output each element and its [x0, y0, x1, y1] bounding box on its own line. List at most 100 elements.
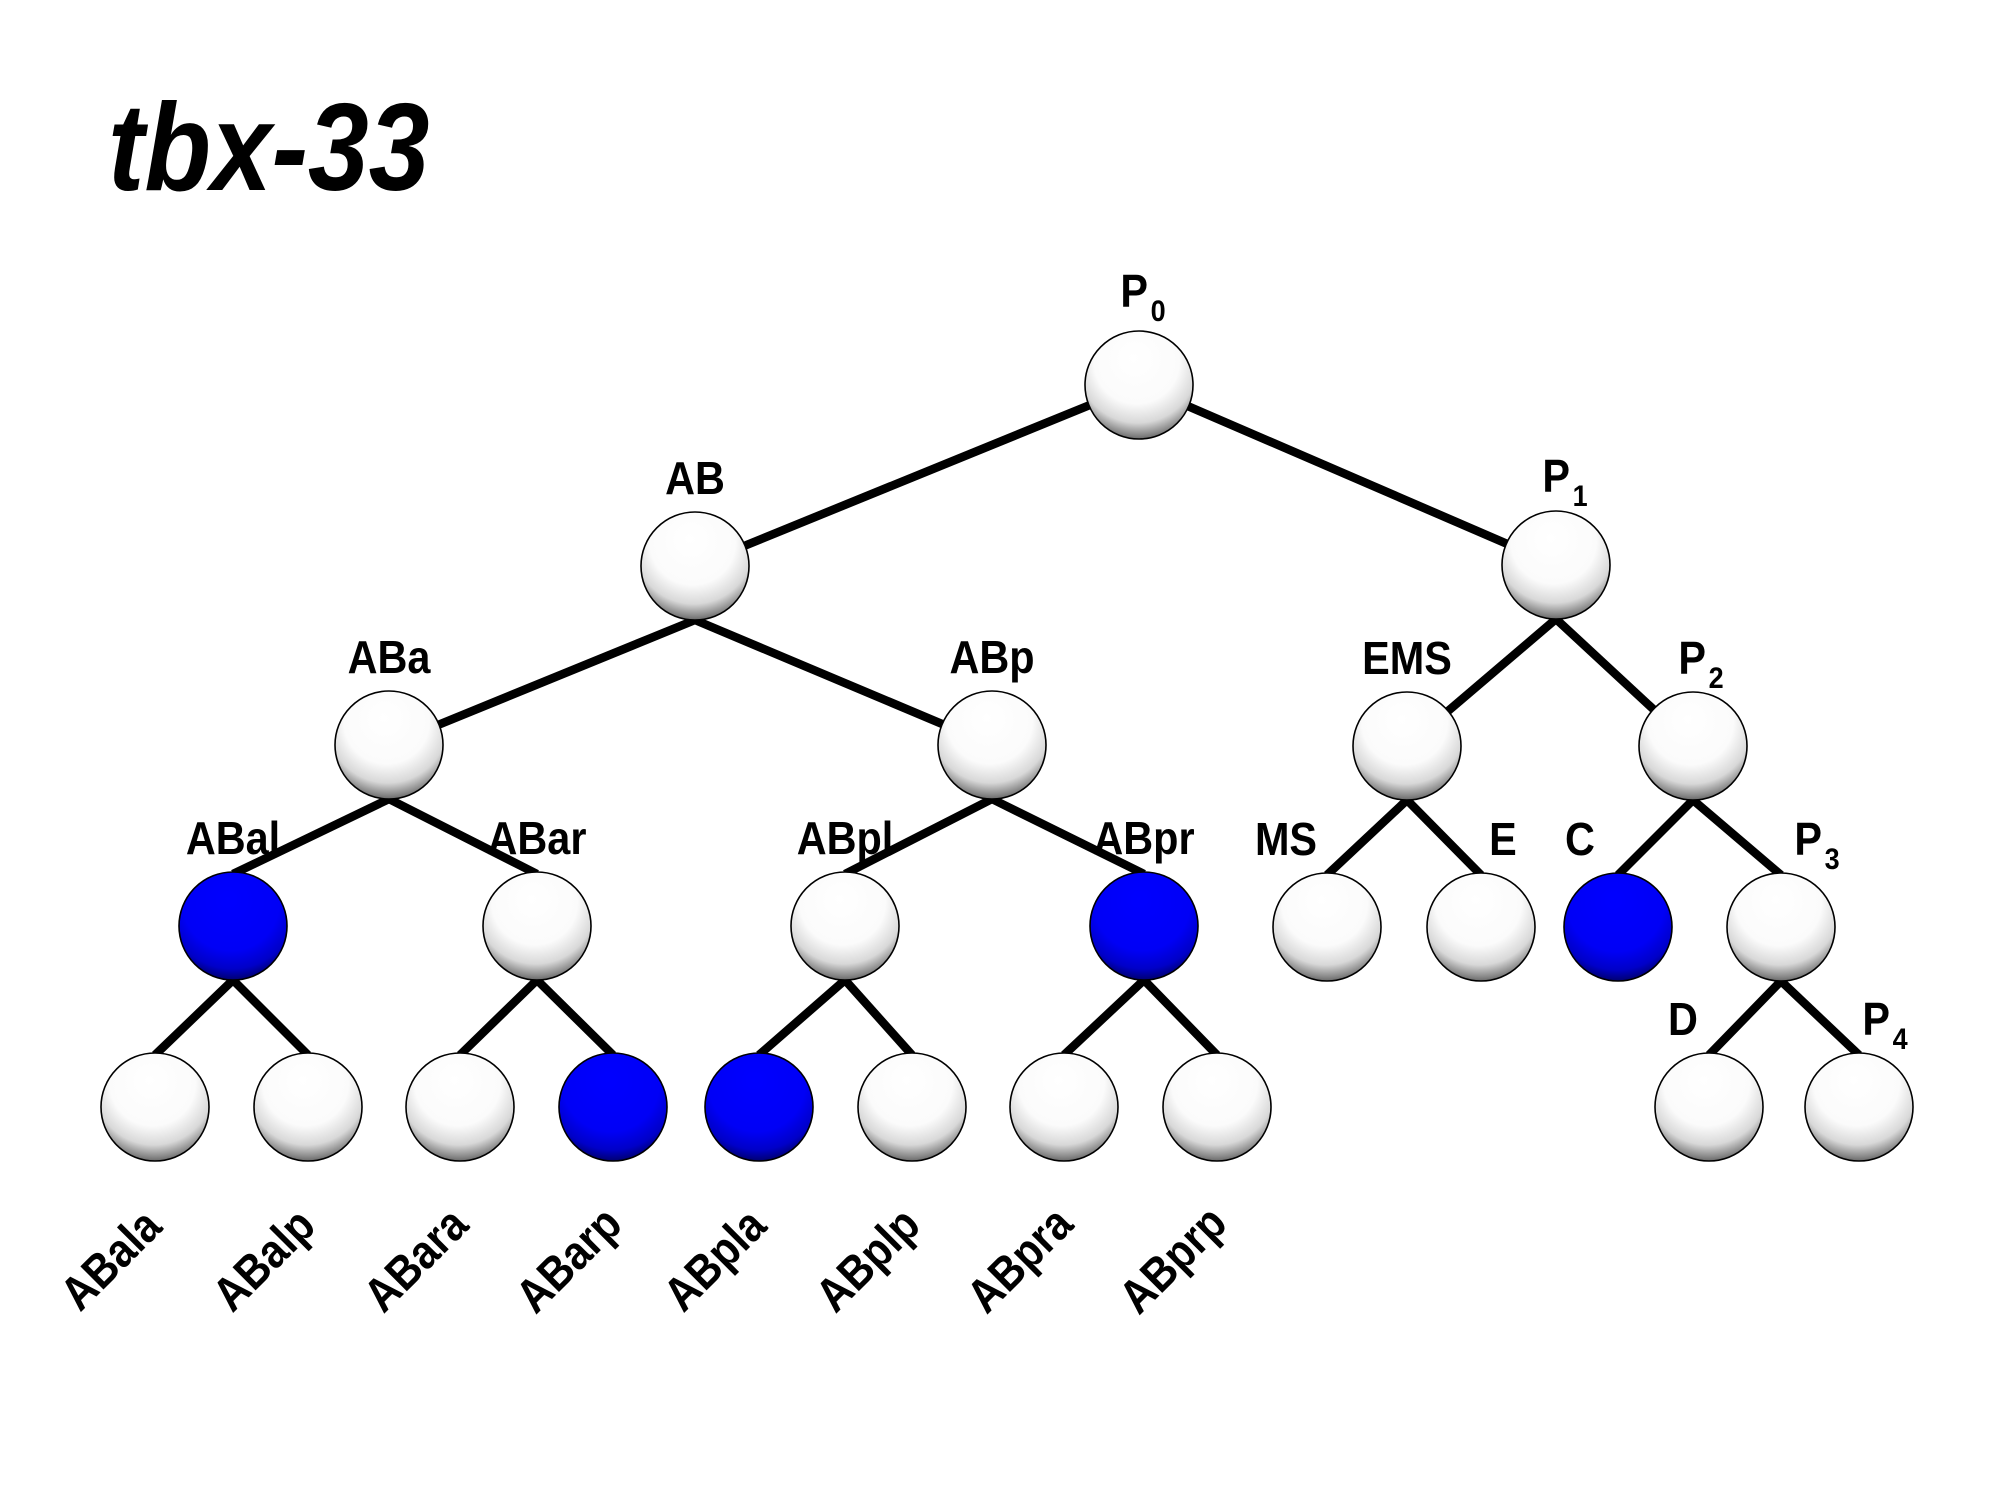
edge-ABpl-ABplp [841, 977, 916, 1058]
node-label-ABalp: ABalp [202, 1198, 325, 1321]
nodes [100, 330, 1914, 1162]
node-label-text: ABplp [805, 1197, 930, 1322]
cell-node-MS[interactable] [1272, 872, 1382, 982]
node-label-ABara: ABara [353, 1197, 478, 1322]
node-label-text: ABpl [797, 813, 894, 865]
node-label-text: ABpra [957, 1196, 1084, 1323]
cell-node-ABpla-expressed[interactable] [704, 1052, 814, 1162]
node-label-ABar: ABar [488, 813, 587, 865]
cell-node-ABa[interactable] [334, 690, 444, 800]
node-label-subscript: 0 [1151, 295, 1166, 329]
node-label-ABplp: ABplp [805, 1197, 930, 1322]
edge-AB-ABa [387, 616, 697, 749]
node-label-D: D [1668, 994, 1698, 1046]
cell-node-P2[interactable] [1638, 691, 1748, 801]
cell-node-ABala[interactable] [100, 1052, 210, 1162]
edge-ABpl-ABpla [756, 976, 848, 1059]
node-label-text: ABpr [1093, 813, 1194, 865]
node-label-text: ABpla [653, 1197, 777, 1321]
node-label-text: ABa [348, 632, 431, 684]
cell-node-E[interactable] [1426, 872, 1536, 982]
cell-node-ABara[interactable] [405, 1052, 515, 1162]
node-label-text: P [1678, 633, 1706, 685]
edge-ABpr-ABprp [1140, 977, 1221, 1058]
node-label-text: ABarp [506, 1197, 632, 1323]
edge-ABar-ABarp [534, 976, 616, 1059]
node-label-text: ABala [50, 1198, 172, 1320]
cell-node-P4[interactable] [1804, 1052, 1914, 1162]
cell-node-P1[interactable] [1501, 510, 1611, 620]
cell-node-ABp[interactable] [937, 690, 1047, 800]
node-label-text: P [1794, 814, 1822, 866]
node-label-MS: MS [1255, 814, 1317, 866]
edge-P2-P3 [1690, 796, 1784, 879]
node-label-AB: AB [665, 453, 725, 505]
node-label-P1: P1 [1542, 451, 1587, 513]
node-label-subscript: 3 [1825, 843, 1840, 877]
node-label-text: AB [665, 453, 725, 505]
node-label-text: ABalp [202, 1198, 325, 1321]
node-label-text: P [1542, 451, 1570, 503]
cell-node-ABar[interactable] [482, 871, 592, 981]
edge-ABpr-ABpra [1061, 976, 1147, 1059]
cell-node-EMS[interactable] [1352, 691, 1462, 801]
edges [152, 381, 1862, 1059]
cell-node-P3[interactable] [1726, 872, 1836, 982]
node-label-text: E [1489, 814, 1517, 866]
node-label-subscript: 4 [1893, 1023, 1908, 1057]
edge-ABar-ABara [457, 976, 540, 1059]
edge-P0-P1 [1137, 381, 1558, 569]
node-label-ABprp: ABprp [1109, 1196, 1237, 1324]
node-label-ABpra: ABpra [957, 1196, 1084, 1323]
node-label-P3: P3 [1794, 814, 1839, 876]
node-label-text: ABprp [1109, 1196, 1237, 1324]
node-label-ABpr: ABpr [1093, 813, 1194, 865]
node-label-text: ABara [353, 1197, 478, 1322]
cell-node-AB[interactable] [640, 511, 750, 621]
cell-node-ABpl[interactable] [790, 871, 900, 981]
node-label-C: C [1565, 814, 1595, 866]
cell-node-ABprp[interactable] [1162, 1052, 1272, 1162]
edge-ABp-ABpr [990, 795, 1146, 878]
node-label-subscript: 1 [1573, 480, 1588, 514]
gene-title: tbx-33 [108, 79, 430, 217]
node-label-text: ABal [186, 813, 280, 865]
cell-node-ABplp[interactable] [857, 1052, 967, 1162]
edge-ABp-ABpl [843, 795, 994, 878]
edge-EMS-MS [1324, 796, 1410, 879]
node-label-ABal: ABal [186, 813, 280, 865]
edge-P2-C [1614, 796, 1697, 879]
cell-node-C-expressed[interactable] [1563, 872, 1673, 982]
node-label-text: C [1565, 814, 1595, 866]
edge-P3-P4 [1778, 977, 1862, 1059]
cell-node-ABpr-expressed[interactable] [1089, 871, 1199, 981]
node-label-ABala: ABala [50, 1198, 172, 1320]
node-label-P0: P0 [1120, 266, 1165, 328]
cell-node-ABarp-expressed[interactable] [558, 1052, 668, 1162]
node-label-text: P [1862, 994, 1890, 1046]
edge-ABal-ABalp [229, 976, 312, 1059]
node-label-E: E [1489, 814, 1517, 866]
edge-ABa-ABal [231, 795, 391, 878]
node-label-ABa: ABa [348, 632, 431, 684]
node-label-EMS: EMS [1362, 633, 1452, 685]
node-label-text: EMS [1362, 633, 1452, 685]
cell-node-ABal-expressed[interactable] [178, 871, 288, 981]
node-label-text: ABar [488, 813, 587, 865]
node-label-text: P [1120, 266, 1148, 318]
node-label-ABpl: ABpl [797, 813, 894, 865]
node-label-text: D [1668, 994, 1698, 1046]
node-label-P2: P2 [1678, 633, 1723, 695]
cell-node-P0[interactable] [1084, 330, 1194, 440]
edge-P3-D [1705, 978, 1785, 1058]
edge-EMS-E [1403, 797, 1485, 878]
node-label-ABpla: ABpla [653, 1197, 777, 1321]
cell-node-D[interactable] [1654, 1052, 1764, 1162]
cell-node-ABalp[interactable] [253, 1052, 363, 1162]
node-label-ABp: ABp [949, 632, 1034, 684]
node-label-ABarp: ABarp [506, 1197, 632, 1323]
node-label-text: ABp [949, 632, 1034, 684]
cell-node-ABpra[interactable] [1009, 1052, 1119, 1162]
